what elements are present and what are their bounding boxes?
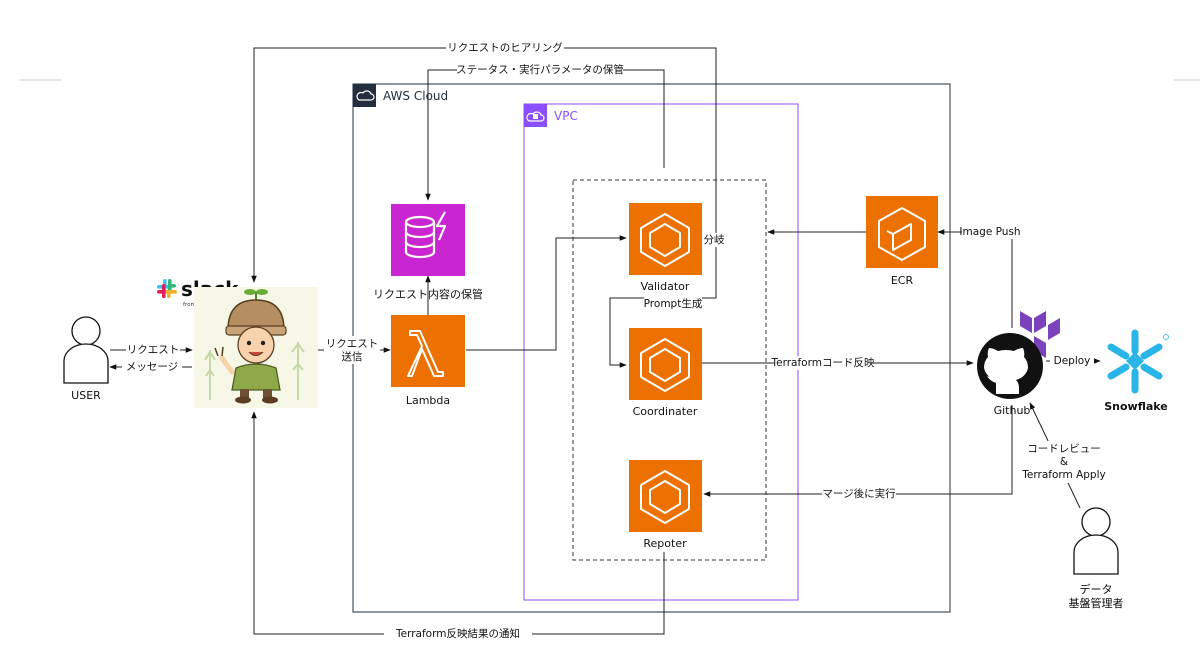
- label-deploy: Deploy: [1054, 355, 1091, 367]
- label-prompt: Prompt生成: [644, 297, 703, 310]
- user-node: USER: [63, 316, 109, 402]
- ecs-cluster-box: [572, 179, 767, 561]
- label-notify: Terraform反映結果の通知: [395, 627, 520, 640]
- label-review-3: Terraform Apply: [1021, 469, 1105, 481]
- ecr-label: ECR: [891, 274, 914, 287]
- label-hearing: リクエストのヒアリング: [447, 41, 563, 54]
- label-request-send-1: リクエスト: [326, 338, 379, 350]
- admin-label-1: データ: [1080, 582, 1113, 596]
- edge-labels: リクエストのヒアリング ステータス・実行パラメータの保管 リクエスト メッセージ…: [122, 40, 1106, 641]
- github-label: Github: [994, 404, 1031, 417]
- slack-icon: [157, 279, 177, 298]
- dynamodb-label: リクエスト内容の保管: [373, 287, 483, 301]
- vpc-label: VPC: [554, 109, 578, 123]
- label-request-send-2: 送信: [342, 350, 363, 363]
- validator-label: Validator: [641, 280, 690, 293]
- dynamodb-icon: [391, 204, 465, 276]
- label-request: リクエスト: [127, 344, 180, 356]
- snowflake-node: Snowflake: [1104, 329, 1169, 413]
- aws-cloud-label: AWS Cloud: [383, 89, 448, 103]
- edge-after-merge: [703, 405, 1013, 497]
- edge-notify: [251, 411, 665, 635]
- label-terraform-code: Terraformコード反映: [771, 357, 875, 369]
- label-status: ステータス・実行パラメータの保管: [456, 63, 624, 76]
- edge-lambda-validator: [466, 235, 627, 351]
- terraform-icon: [1020, 311, 1060, 358]
- repoter-node: Repoter: [629, 460, 702, 550]
- admin-icon: [1073, 507, 1119, 575]
- label-after-merge: マージ後に実行: [822, 487, 896, 500]
- edge-image-push: [937, 229, 1013, 328]
- github-node: Github: [977, 333, 1043, 417]
- validator-node: Validator: [629, 203, 702, 293]
- user-label: USER: [71, 389, 101, 402]
- coordinater-node: Coordinater: [629, 328, 702, 418]
- ecr-node: ECR: [866, 196, 938, 287]
- label-message: メッセージ: [126, 361, 178, 373]
- label-review-2: &: [1060, 456, 1068, 468]
- user-icon: [63, 316, 109, 384]
- label-branch: 分岐: [704, 233, 725, 246]
- vpc-group: VPC: [523, 103, 799, 601]
- snowflake-icon: [1107, 329, 1163, 394]
- snowflake-label: Snowflake: [1104, 400, 1168, 413]
- lambda-label: Lambda: [406, 394, 450, 407]
- bot-character-image: [194, 287, 318, 408]
- edge-status: [425, 69, 665, 201]
- admin-label-2: 基盤管理者: [1069, 596, 1124, 610]
- repoter-label: Repoter: [643, 537, 687, 550]
- ecr-icon: [866, 196, 938, 268]
- coordinater-label: Coordinater: [633, 405, 698, 418]
- aws-cloud-icon: [353, 84, 376, 107]
- github-icon: [977, 333, 1043, 399]
- lambda-node: Lambda: [391, 315, 465, 407]
- dynamodb-node: リクエスト内容の保管: [373, 204, 483, 301]
- label-image-push: Image Push: [959, 226, 1020, 238]
- data-admin-node: データ 基盤管理者: [1069, 507, 1124, 610]
- label-review-1: コードレビュー: [1027, 443, 1101, 455]
